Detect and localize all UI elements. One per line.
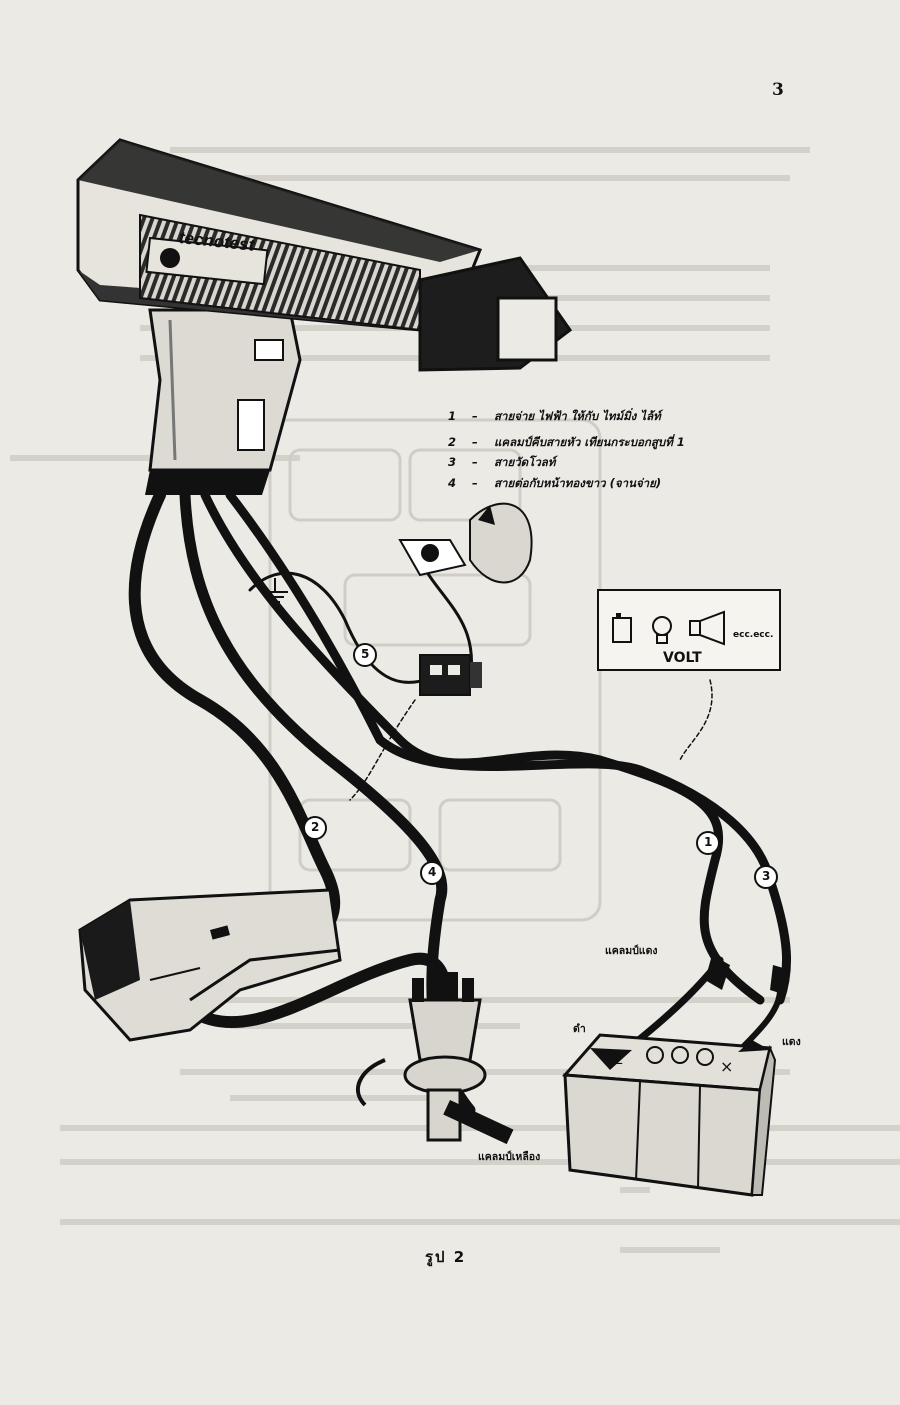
battery-black-label: ดำ xyxy=(573,1023,586,1035)
distributor xyxy=(355,972,514,1145)
timing-light-gun xyxy=(76,138,573,495)
callout-circle-5 xyxy=(353,643,377,667)
callout-1: 1 xyxy=(704,835,713,849)
legend-text: สายต่อกับหน้าทองขาว (จานจ่าย) xyxy=(494,476,662,490)
volt-sublabel: ecc.ecc. xyxy=(733,630,774,640)
legend-dash: – xyxy=(472,409,478,423)
legend-text: สายวัดโวลท์ xyxy=(494,455,556,469)
callout-4: 4 xyxy=(428,865,437,879)
plug-connector xyxy=(419,654,482,696)
svg-text:–: – xyxy=(615,1053,623,1072)
volt-panel xyxy=(597,589,781,671)
volt-label: VOLT xyxy=(663,650,702,666)
legend-item: 4 – สายต่อกับหน้าทองขาว (จานจ่าย) xyxy=(448,475,661,493)
callout-circle-2 xyxy=(303,816,327,840)
horn-icon xyxy=(689,610,725,646)
callout-circle-1 xyxy=(696,831,720,855)
bulb-icon xyxy=(652,616,672,644)
red-clamp-label: แคลมป์แดง xyxy=(605,945,658,957)
legend-item: 1 – สายจ่าย ไฟฟ้า ให้กับ ไทม์มิ่ง ไล้ท์ xyxy=(448,408,661,426)
legend-dash: – xyxy=(472,455,478,469)
page-number: 3 xyxy=(772,80,784,100)
legend-item: 2 – แคลมป์คีบสายหัว เทียนกระบอกสูบที่ 1 xyxy=(448,434,685,452)
battery-clips xyxy=(705,955,790,995)
legend-text: สายจ่าย ไฟฟ้า ให้กับ ไทม์มิ่ง ไล้ท์ xyxy=(494,409,661,423)
sensor-bracket xyxy=(398,502,533,584)
legend-number: 4 xyxy=(448,476,457,490)
legend-dash: – xyxy=(472,435,478,449)
yellow-clamp-label: แคลมป์เหลือง xyxy=(478,1151,541,1163)
car-battery: – × xyxy=(561,1033,777,1197)
svg-text:×: × xyxy=(720,1057,733,1076)
battery-red-label: แดง xyxy=(782,1036,801,1048)
ground-icon xyxy=(262,578,288,603)
legend-dash: – xyxy=(472,476,478,490)
inductive-clamp xyxy=(78,888,342,1042)
callout-5: 5 xyxy=(361,647,370,661)
figure-caption: รูป 2 xyxy=(425,1248,467,1266)
battery-icon xyxy=(612,613,632,643)
callout-2: 2 xyxy=(311,820,320,834)
legend-number: 3 xyxy=(448,455,457,469)
legend-number: 2 xyxy=(448,435,457,449)
legend-item: 3 – สายวัดโวลท์ xyxy=(448,454,555,472)
callout-circle-3 xyxy=(754,865,778,889)
callout-circle-4 xyxy=(420,861,444,885)
callout-3: 3 xyxy=(762,869,771,883)
legend-number: 1 xyxy=(448,409,457,423)
legend-text: แคลมป์คีบสายหัว เทียนกระบอกสูบที่ 1 xyxy=(494,435,685,449)
callout-circles xyxy=(303,643,778,889)
